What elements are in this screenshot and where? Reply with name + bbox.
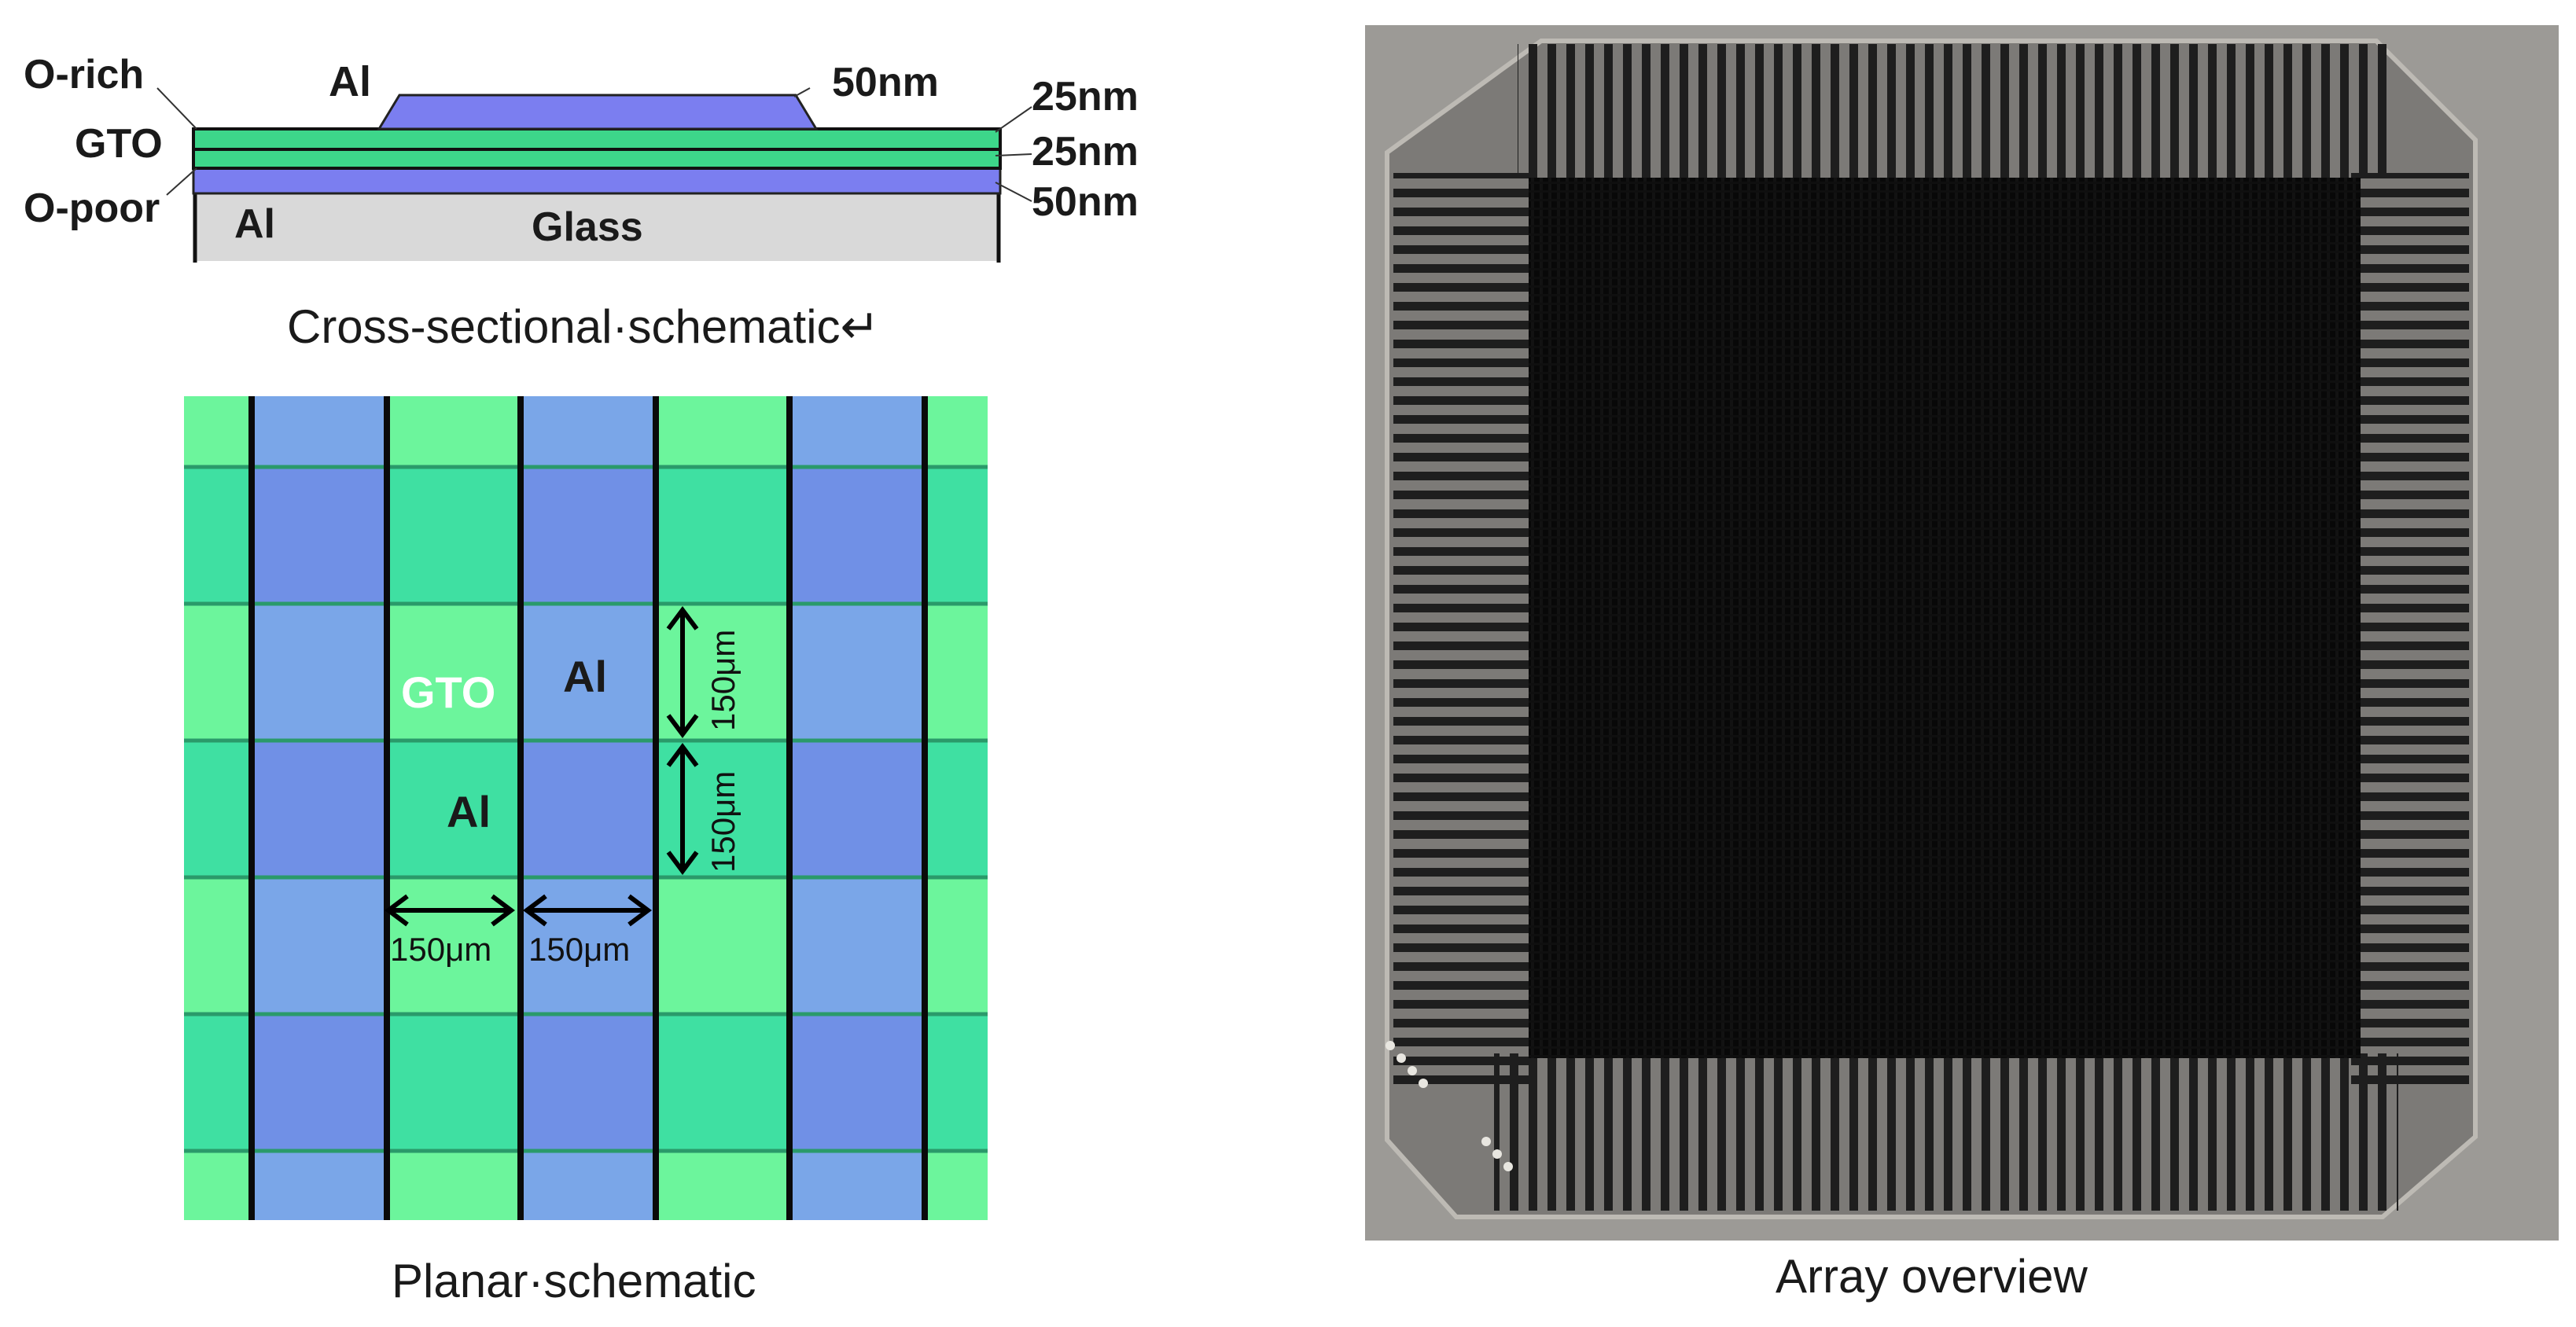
planar-al-horizontal-label: Al <box>447 787 491 836</box>
top-al-electrode <box>377 94 819 130</box>
bottom-leads <box>1494 1053 2398 1211</box>
glass-label: Glass <box>532 204 643 250</box>
horizontal-dimension-1: 150μm <box>390 931 491 968</box>
planar-al-vertical-label: Al <box>563 652 607 701</box>
left-leads <box>1393 173 1535 1085</box>
right-leads <box>2351 173 2469 1085</box>
planar-gto-label: GTO <box>401 667 495 717</box>
cross-section-caption: Cross-sectional·schematic↵ <box>287 300 880 353</box>
vertical-dimension-2: 150μm <box>705 771 742 873</box>
vertical-dimension-1: 150μm <box>705 630 742 731</box>
crossbar-array <box>1529 178 2361 1058</box>
o-rich-thickness: 25nm <box>1032 74 1139 119</box>
cross-section-diagram: O-rich GTO O-poor Al Al Glass 50nm 25nm … <box>24 52 1139 353</box>
o-poor-thickness: 25nm <box>1032 129 1139 175</box>
o-rich-label: O-rich <box>24 52 144 97</box>
o-poor-label: O-poor <box>24 186 160 231</box>
horizontal-dimension-arrows <box>385 894 652 927</box>
planar-caption: Planar·schematic <box>392 1255 756 1307</box>
planar-diagram: GTO Al Al 150μm 150μm 150μm 150μm Planar… <box>184 396 988 1307</box>
horizontal-dimension-2: 150μm <box>528 931 630 968</box>
bottom-al-label: Al <box>234 201 275 247</box>
bottom-al-layer <box>192 167 1002 195</box>
vertical-dimension-arrows <box>666 606 699 875</box>
array-photo: Array overview <box>1365 25 2559 1303</box>
gto-label: GTO <box>75 121 163 167</box>
top-leads <box>1518 44 2390 178</box>
array-photo-caption: Array overview <box>1776 1250 2088 1303</box>
bottom-al-thickness: 50nm <box>1032 179 1139 225</box>
o-poor-gto-layer <box>192 148 1002 170</box>
top-al-thickness: 50nm <box>832 60 939 105</box>
o-rich-gto-layer <box>192 127 1002 151</box>
glass-substrate <box>195 192 999 261</box>
top-al-label: Al <box>329 58 371 105</box>
